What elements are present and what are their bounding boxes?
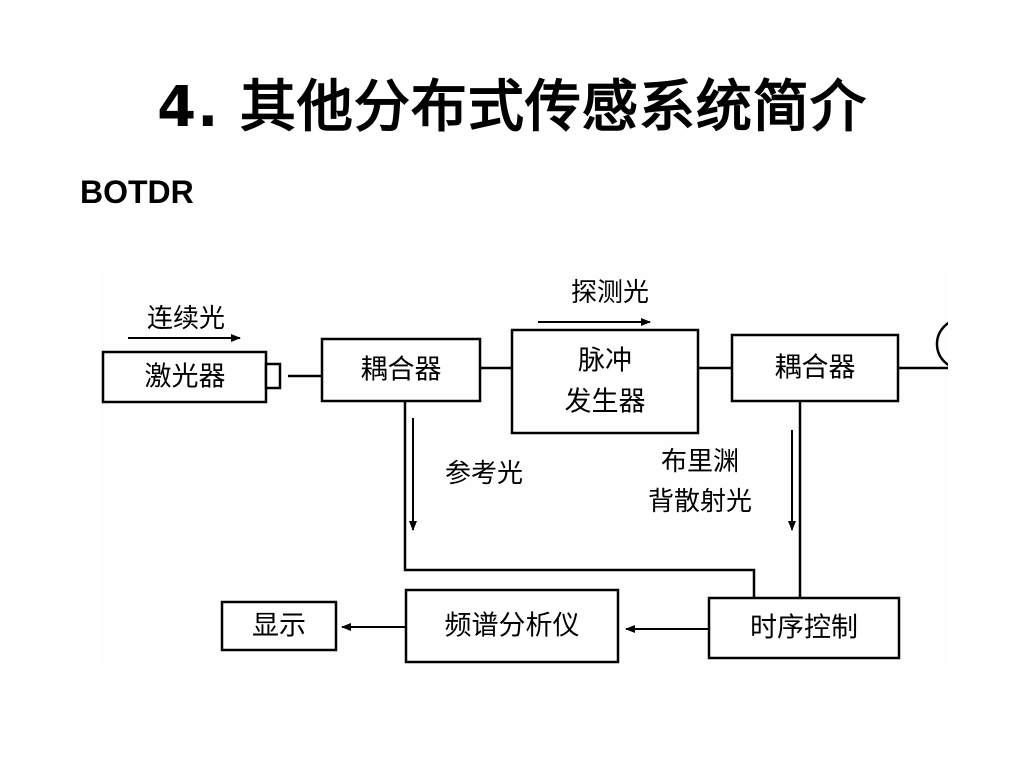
laser-box <box>101 350 268 404</box>
reference-path-line <box>403 401 756 598</box>
display-label: 显示 <box>252 611 306 642</box>
coupler-right-box <box>730 333 900 403</box>
spectrum-analyzer-label: 频谱分析仪 <box>445 611 580 642</box>
pulse-generator-label-line1: 脉冲 <box>578 346 632 377</box>
laser-label: 激光器 <box>145 362 226 393</box>
brillouin-label-line1: 布里渊 <box>661 447 739 477</box>
continuous-light-label: 连续光 <box>147 304 225 334</box>
botdr-diagram: 激光器 耦合器 脉冲 发生器 耦合器 显示 频谱分析仪 时序控制 连续光 探测光… <box>100 268 989 668</box>
pulse-generator-label-line2: 发生器 <box>565 387 646 418</box>
slide-subtitle: BOTDR <box>80 174 194 210</box>
reference-light-label: 参考光 <box>445 459 523 489</box>
fiber-spool-icon <box>935 317 989 371</box>
diagram-svg: 激光器 耦合器 脉冲 发生器 耦合器 显示 频谱分析仪 时序控制 连续光 探测光… <box>101 278 989 664</box>
pulse-generator-box <box>510 328 700 435</box>
connection-lines <box>288 366 948 598</box>
coupler-right-label: 耦合器 <box>775 353 856 384</box>
laser-output-port <box>264 362 282 390</box>
timing-control-box <box>707 596 901 660</box>
brillouin-label-line2: 背散射光 <box>648 487 752 517</box>
slide-title: 4. 其他分布式传感系统简介 <box>157 75 867 140</box>
boxes <box>101 328 901 664</box>
display-box <box>220 600 338 652</box>
timing-control-label: 时序控制 <box>750 613 858 644</box>
coupler-left-label: 耦合器 <box>361 355 442 386</box>
arrows <box>128 318 796 633</box>
spectrum-analyzer-box <box>404 588 620 664</box>
coupler-left-box <box>320 337 482 403</box>
probe-light-label: 探测光 <box>571 278 649 308</box>
